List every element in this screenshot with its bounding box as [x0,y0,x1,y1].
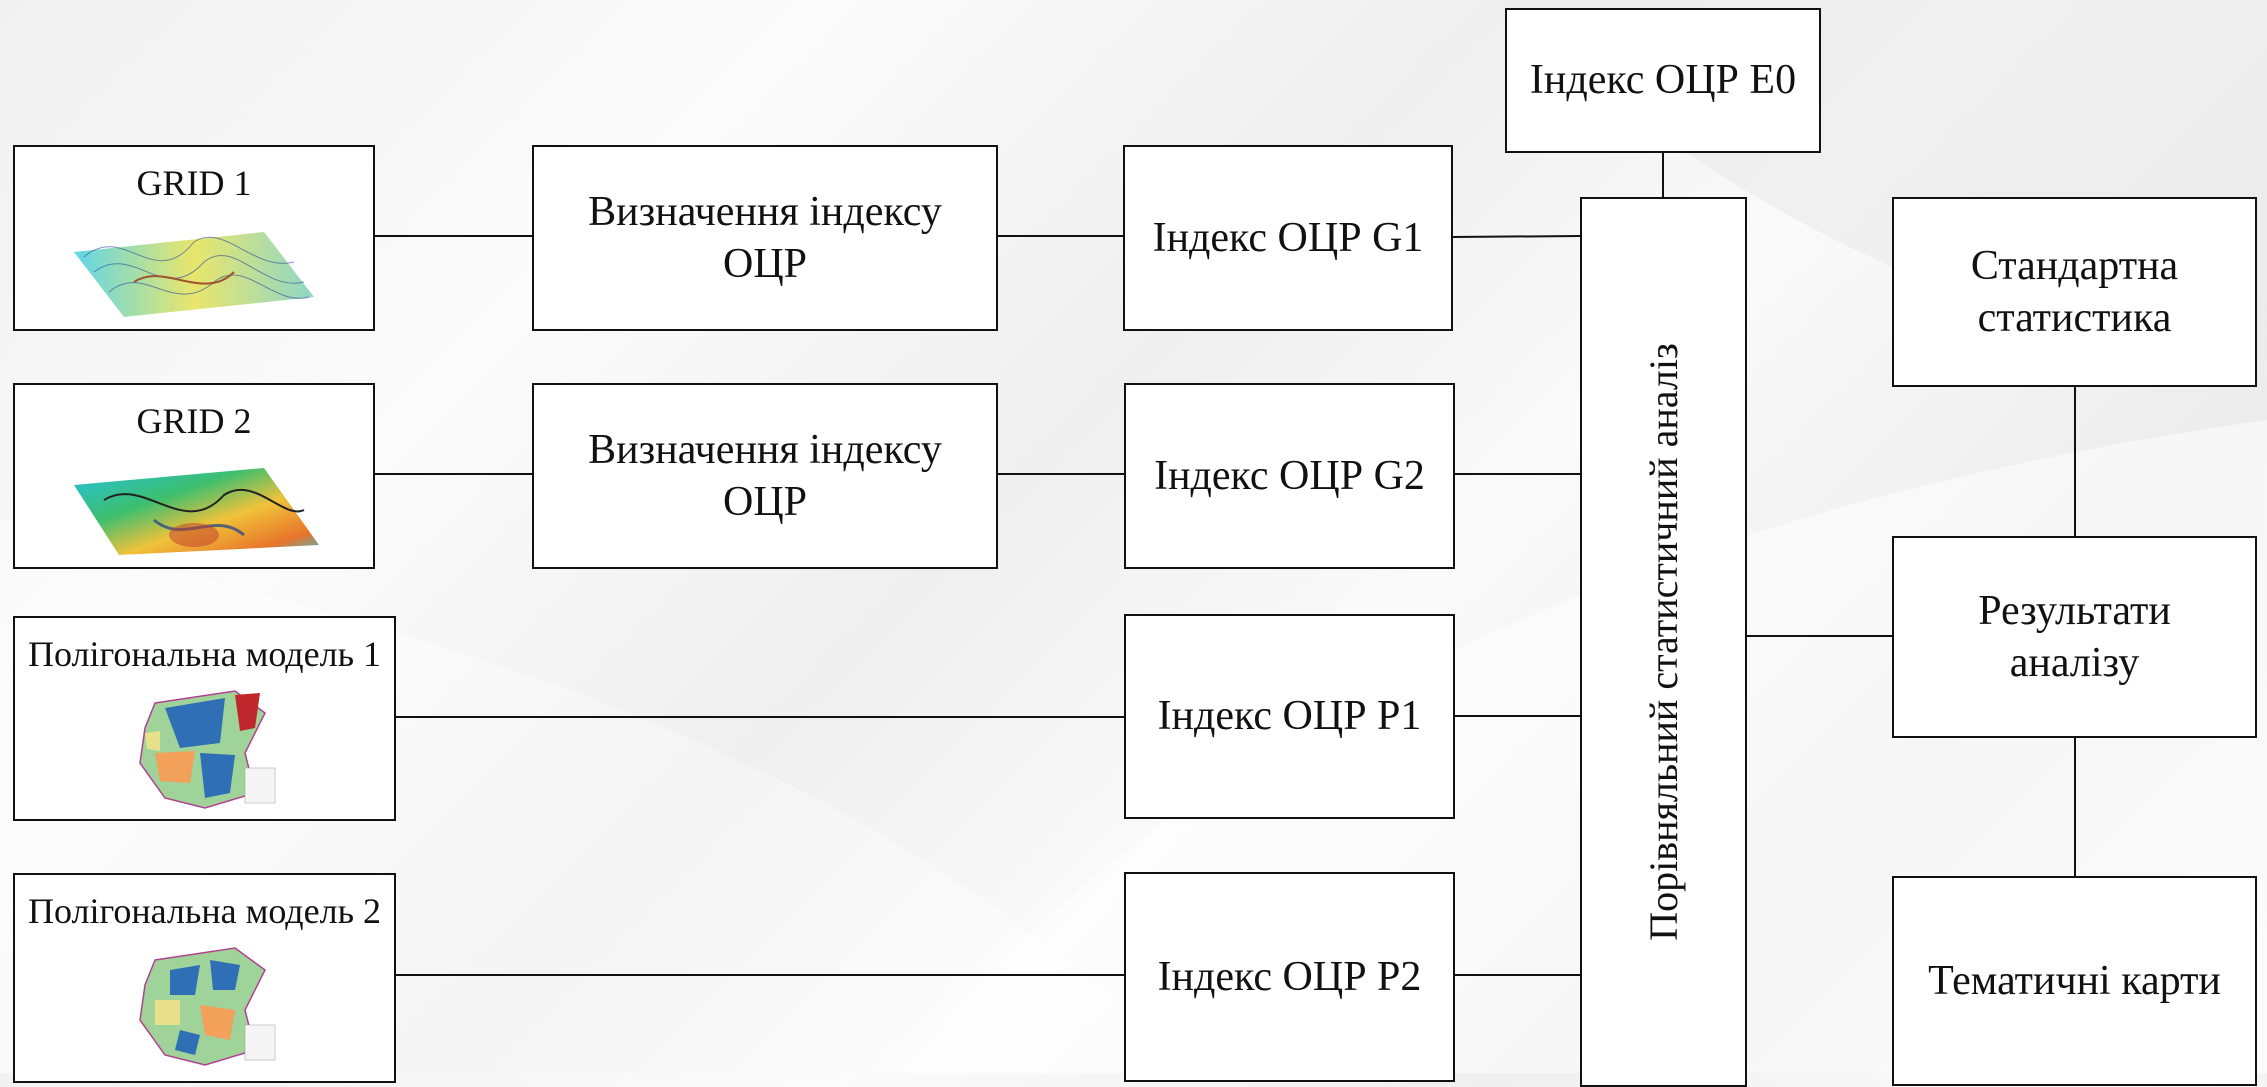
thematic-maps-box: Тематичні карти [1892,876,2257,1086]
results-label: Результати аналізу [1978,587,2171,687]
comparative-analysis-box: Порівняльний статистичний аналіз [1580,197,1747,1087]
index-p2-label: Індекс ОЦР P2 [1157,953,1422,1000]
connector-g1-analysis [1451,235,1582,238]
source-grid1-label: GRID 1 [136,163,252,203]
source-grid1-box: GRID 1 [13,145,375,331]
source-poly2-box: Полігональна модель 2 [13,873,396,1083]
grid-surface-thumbnail [74,468,319,555]
results-box: Результати аналізу [1892,536,2257,738]
comparative-analysis-label: Порівняльний статистичний аналіз [1640,343,1686,941]
source-grid2-box: GRID 2 [13,383,375,569]
source-poly1-box: Полігональна модель 1 [13,616,396,821]
thematic-maps-label: Тематичні карти [1928,957,2221,1004]
define-index-label-2: Визначення індексу ОЦР [588,426,942,526]
index-p2-box: Індекс ОЦР P2 [1124,872,1455,1082]
source-grid2-label: GRID 2 [136,401,252,441]
define-index-box-1: Визначення індексу ОЦР [532,145,998,331]
standard-stats-box: Стандартна статистика [1892,197,2257,387]
index-g2-label: Індекс ОЦР G2 [1154,452,1425,499]
index-g1-box: Індекс ОЦР G1 [1123,145,1453,331]
source-poly1-label: Полігональна модель 1 [28,634,381,674]
index-p1-box: Індекс ОЦР P1 [1124,614,1455,819]
grid-surface-thumbnail [74,232,314,317]
index-g2-box: Індекс ОЦР G2 [1124,383,1455,569]
define-index-box-2: Визначення індексу ОЦР [532,383,998,569]
index-e0-box: Індекс ОЦР E0 [1505,8,1821,153]
polygon-map-thumbnail [138,690,275,809]
index-e0-label: Індекс ОЦР E0 [1529,57,1797,104]
index-p1-label: Індекс ОЦР P1 [1157,693,1422,740]
define-index-label-1: Визначення індексу ОЦР [588,188,942,288]
standard-stats-label: Стандартна статистика [1970,242,2179,342]
polygon-map-thumbnail [138,947,275,1066]
source-poly2-label: Полігональна модель 2 [28,891,381,931]
index-g1-label: Індекс ОЦР G1 [1152,214,1424,261]
